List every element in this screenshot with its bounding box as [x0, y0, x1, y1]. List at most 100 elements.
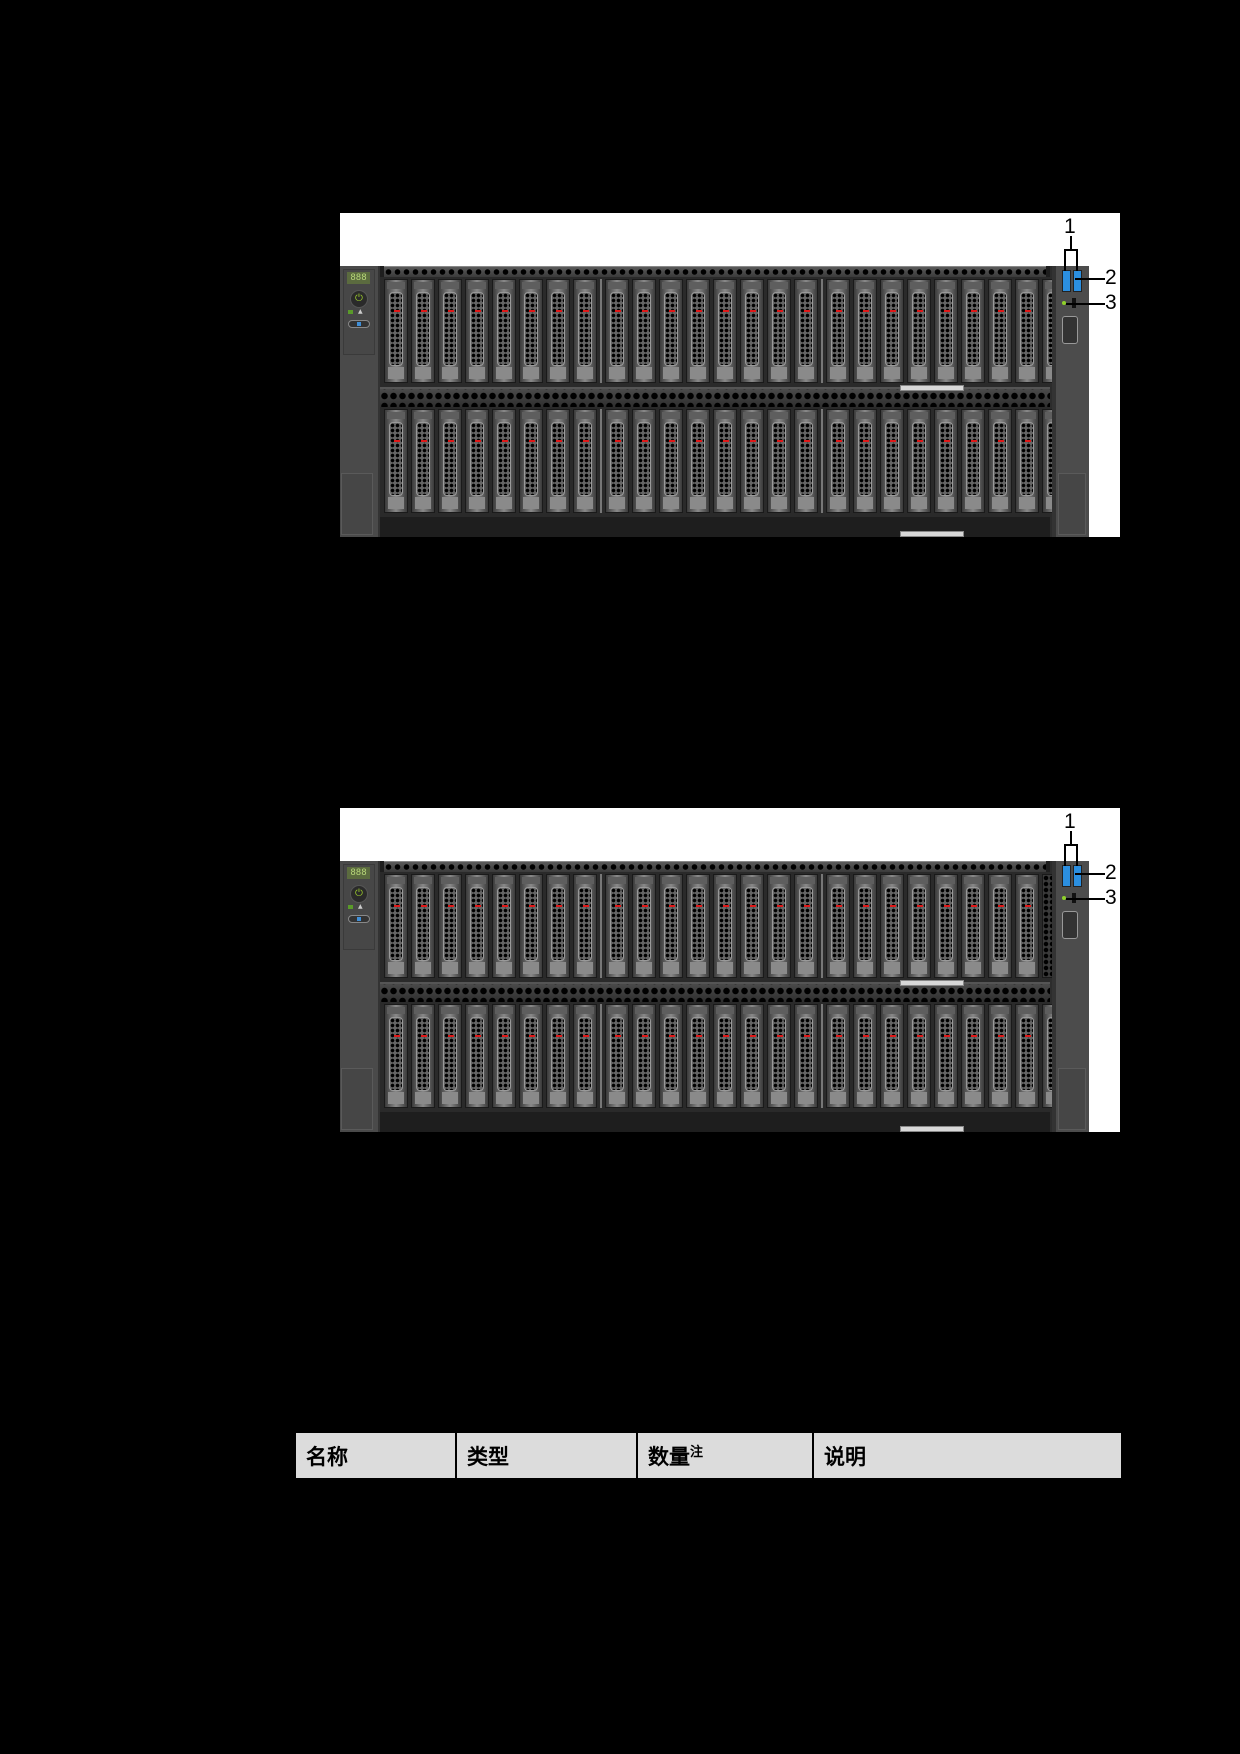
- drive-bay: [1015, 1004, 1039, 1108]
- callout-number: 3: [1105, 886, 1117, 909]
- drive-bay: [659, 409, 683, 513]
- callout-line: [1075, 278, 1105, 280]
- drive-latch: [576, 877, 594, 884]
- drive-bay: [934, 1004, 958, 1108]
- drive-label: [992, 1092, 1008, 1104]
- drive-label: [744, 497, 760, 509]
- drive-bay: [605, 409, 629, 513]
- drive-label: [744, 367, 760, 379]
- drive-bay: [826, 1004, 850, 1108]
- drive-bay: [961, 279, 985, 383]
- callout-line: [1075, 873, 1105, 875]
- drive-label: [388, 367, 404, 379]
- bay-divider: [600, 874, 602, 978]
- drive-led-icon: [836, 1035, 842, 1037]
- drive-led-icon: [642, 1035, 648, 1037]
- drive-led-icon: [917, 1035, 923, 1037]
- usb-port-icon: [1062, 270, 1071, 292]
- drive-led-icon: [917, 310, 923, 312]
- drive-led-icon: [696, 440, 702, 442]
- drive-bay: [632, 409, 656, 513]
- drive-latch: [829, 412, 847, 419]
- drive-latch: [770, 412, 788, 419]
- drive-label: [884, 367, 900, 379]
- drive-led-icon: [863, 310, 869, 312]
- drive-latch: [964, 877, 982, 884]
- drive-latch: [1018, 877, 1036, 884]
- drive-bay: [519, 1004, 543, 1108]
- network-icon: ▲: [358, 308, 363, 315]
- drive-latch: [576, 412, 594, 419]
- drive-latch: [414, 877, 432, 884]
- drive-latch: [937, 412, 955, 419]
- drive-latch: [991, 412, 1009, 419]
- drive-latch: [522, 877, 540, 884]
- column-header-name: 名称: [296, 1433, 456, 1478]
- drive-led-icon: [502, 1035, 508, 1037]
- drive-bay: [713, 874, 737, 978]
- drive-latch: [387, 877, 405, 884]
- drive-led-icon: [529, 440, 535, 442]
- drive-led-icon: [723, 310, 729, 312]
- drive-label: [1019, 367, 1035, 379]
- drive-label: [577, 1092, 593, 1104]
- drive-handle: [745, 422, 759, 496]
- drive-bay: [713, 1004, 737, 1108]
- drive-handle: [799, 1017, 813, 1091]
- drive-label: [550, 497, 566, 509]
- drive-handle: [966, 887, 980, 961]
- drive-handle: [610, 422, 624, 496]
- drive-led-icon: [583, 310, 589, 312]
- drive-label: [830, 497, 846, 509]
- drive-label: [550, 1092, 566, 1104]
- drive-handle: [637, 887, 651, 961]
- drive-latch: [856, 1007, 874, 1014]
- drive-led-icon: [421, 905, 427, 907]
- drive-handle: [745, 887, 759, 961]
- drive-handle: [578, 292, 592, 366]
- drive-led-icon: [944, 440, 950, 442]
- drive-handle: [664, 422, 678, 496]
- callout-line: [1064, 249, 1066, 271]
- drive-latch: [441, 282, 459, 289]
- drive-latch: [883, 877, 901, 884]
- drive-handle: [718, 1017, 732, 1091]
- drive-led-icon: [1025, 310, 1031, 312]
- drive-led-icon: [421, 310, 427, 312]
- drive-label: [938, 962, 954, 974]
- drive-latch: [387, 1007, 405, 1014]
- drive-led-icon: [971, 1035, 977, 1037]
- drive-handle: [993, 1017, 1007, 1091]
- drive-latch: [608, 282, 626, 289]
- drive-latch: [608, 412, 626, 419]
- drive-led-icon: [723, 1035, 729, 1037]
- drive-bay: [546, 409, 570, 513]
- drive-handle: [691, 1017, 705, 1091]
- left-mounting-ear: 888 ⏻ ▲: [340, 266, 380, 537]
- drive-handle: [1020, 292, 1034, 366]
- drive-latch: [635, 1007, 653, 1014]
- drive-latch: [689, 412, 707, 419]
- callout-line: [1064, 844, 1066, 866]
- drive-led-icon: [944, 310, 950, 312]
- callout-line: [1076, 844, 1078, 866]
- drive-bay: [492, 279, 516, 383]
- drive-led-icon: [890, 905, 896, 907]
- drive-bay: [519, 279, 543, 383]
- column-header-type: 类型: [455, 1433, 637, 1478]
- drive-led-icon: [583, 440, 589, 442]
- drive-handle: [885, 292, 899, 366]
- drive-bay: [961, 874, 985, 978]
- status-led-icon: [1062, 896, 1066, 900]
- drive-led-icon: [696, 1035, 702, 1037]
- drive-latch: [829, 282, 847, 289]
- drive-label: [992, 962, 1008, 974]
- drive-bay: [740, 1004, 764, 1108]
- drive-label: [523, 367, 539, 379]
- drive-bay: [573, 874, 597, 978]
- usb-port-icon: [1062, 865, 1071, 887]
- table-header-row: 名称 类型 数量注 说明: [296, 1433, 1121, 1478]
- drive-led-icon: [502, 310, 508, 312]
- drive-bay: [686, 1004, 710, 1108]
- drive-bay: [767, 874, 791, 978]
